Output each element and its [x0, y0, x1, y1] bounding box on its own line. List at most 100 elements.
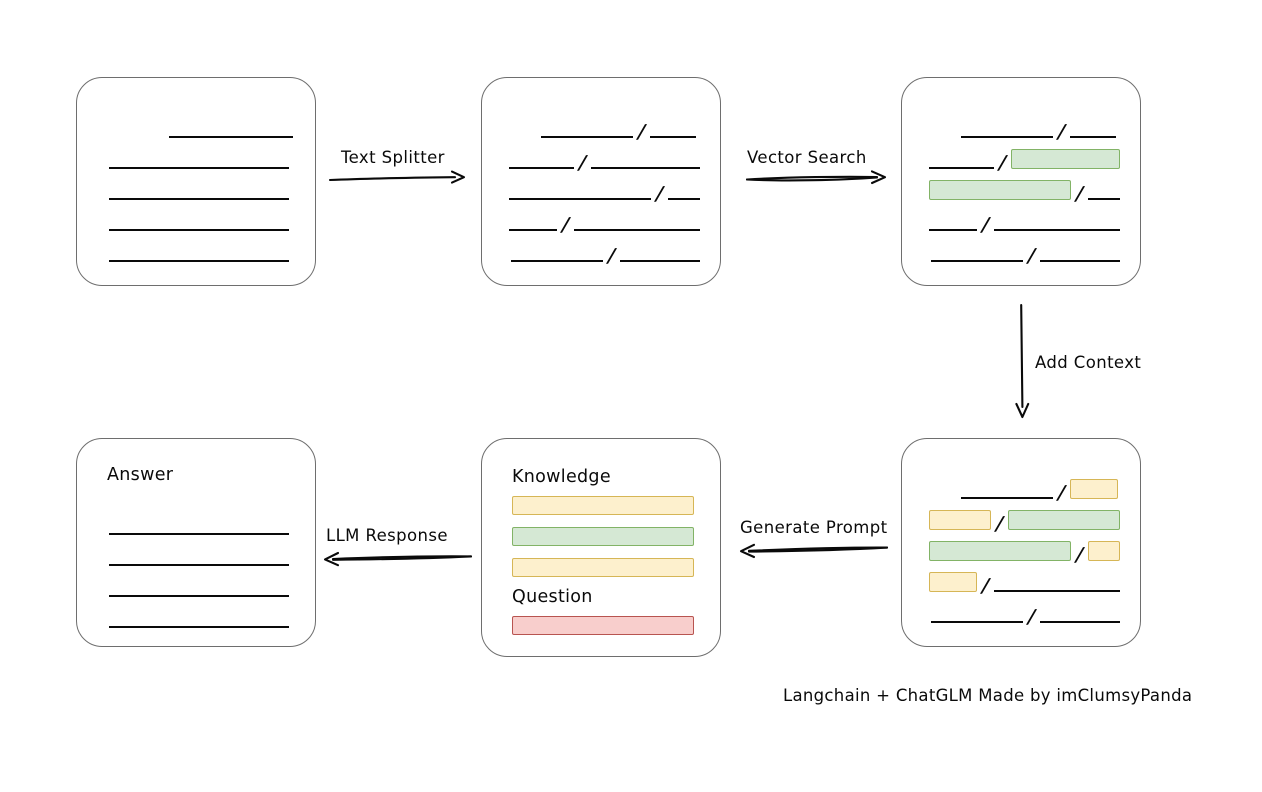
- text-row: /: [509, 113, 700, 144]
- text-line-segment: [509, 167, 574, 169]
- text-line-segment: [590, 167, 700, 169]
- text-line-segment: [509, 198, 652, 200]
- highlight-chip-yellow: [929, 509, 991, 530]
- text-row: /: [509, 175, 700, 206]
- text-line-segment: [109, 595, 289, 597]
- highlight-chip-yellow: [929, 571, 978, 592]
- text-line-segment: [169, 136, 293, 138]
- node-source-document[interactable]: [76, 77, 316, 286]
- text-row: /: [509, 206, 700, 237]
- text-line-segment: [541, 136, 633, 138]
- text-row: /: [929, 206, 1120, 237]
- prompt-heading-question: Question: [512, 587, 593, 607]
- prompt-bar-knowledge-2: [512, 527, 694, 546]
- text-line-segment: [109, 626, 289, 628]
- split-chunks-lines: /////: [482, 113, 720, 268]
- prompt-bar-knowledge-3: [512, 558, 694, 577]
- text-line-segment: [109, 260, 289, 262]
- highlight-chip-green: [1007, 509, 1120, 530]
- text-row: /: [929, 113, 1120, 144]
- text-line-segment: [511, 260, 603, 262]
- highlight-chip-green: [929, 179, 1071, 200]
- text-line-segment: [109, 533, 289, 535]
- text-row: [109, 175, 293, 206]
- arrow-label-generate-prompt: Generate Prompt: [740, 518, 888, 537]
- text-row: [109, 603, 293, 634]
- text-row: [109, 541, 293, 572]
- answer-lines: [77, 510, 315, 634]
- prompt-bar-knowledge-1: [512, 496, 694, 515]
- arrow-add-context: [1012, 303, 1034, 421]
- text-row: /: [929, 175, 1120, 206]
- chunk-separator-slash: /: [994, 513, 1004, 535]
- node-split-chunks[interactable]: /////: [481, 77, 721, 286]
- node-vector-matched-chunks[interactable]: /////: [901, 77, 1141, 286]
- chunk-separator-slash: /: [607, 245, 616, 267]
- arrow-label-add-context: Add Context: [1035, 353, 1142, 372]
- text-line-segment: [994, 590, 1120, 592]
- text-row: /: [929, 237, 1120, 268]
- text-line-segment: [509, 229, 558, 231]
- chunk-separator-slash: /: [637, 121, 646, 143]
- text-row: /: [929, 144, 1120, 175]
- text-row: /: [929, 505, 1120, 536]
- text-line-segment: [1039, 621, 1120, 623]
- text-line-segment: [109, 229, 289, 231]
- highlight-chip-green: [1011, 148, 1120, 169]
- text-line-segment: [961, 136, 1053, 138]
- text-line-segment: [931, 260, 1023, 262]
- text-line-segment: [649, 136, 696, 138]
- text-line-segment: [929, 229, 978, 231]
- matched-chunks-lines: /////: [902, 113, 1140, 268]
- chunk-separator-slash: /: [1027, 245, 1036, 267]
- text-row: /: [509, 237, 700, 268]
- text-line-segment: [1069, 136, 1116, 138]
- text-row: [109, 113, 293, 144]
- chunk-separator-slash: /: [655, 183, 665, 205]
- arrow-vector-search: [745, 168, 890, 188]
- arrow-label-llm-response: LLM Response: [326, 526, 448, 545]
- text-line-segment: [1087, 198, 1120, 200]
- text-line-segment: [619, 260, 700, 262]
- highlight-chip-yellow: [1069, 478, 1118, 499]
- text-row: [109, 572, 293, 603]
- arrow-text-splitter: [328, 170, 468, 188]
- chunk-separator-slash: /: [1057, 121, 1066, 143]
- chunk-separator-slash: /: [1075, 544, 1084, 566]
- chunk-separator-slash: /: [1057, 482, 1066, 504]
- text-line-segment: [961, 497, 1053, 499]
- text-row: /: [929, 567, 1120, 598]
- text-row: /: [509, 144, 700, 175]
- text-row: /: [929, 598, 1120, 629]
- text-line-segment: [574, 229, 700, 231]
- chunk-separator-slash: /: [998, 152, 1008, 174]
- arrow-llm-response: [319, 548, 474, 568]
- highlight-chip-yellow: [1087, 540, 1120, 561]
- chunk-separator-slash: /: [1075, 183, 1084, 205]
- text-row: [109, 237, 293, 268]
- arrow-label-text-splitter: Text Splitter: [341, 148, 445, 167]
- context-chunks-lines: /////: [902, 474, 1140, 629]
- prompt-bar-question: [512, 616, 694, 635]
- node-prompt[interactable]: Knowledge Question: [481, 438, 721, 657]
- chunk-separator-slash: /: [577, 152, 587, 174]
- text-line-segment: [668, 198, 700, 200]
- text-line-segment: [109, 564, 289, 566]
- arrow-generate-prompt: [735, 540, 890, 560]
- answer-title: Answer: [107, 465, 174, 485]
- arrow-label-vector-search: Vector Search: [747, 148, 867, 167]
- node-answer[interactable]: Answer: [76, 438, 316, 647]
- text-row: /: [929, 536, 1120, 567]
- highlight-chip-green: [929, 540, 1071, 561]
- text-line-segment: [1039, 260, 1120, 262]
- text-row: /: [929, 474, 1120, 505]
- node-context-added-chunks[interactable]: /////: [901, 438, 1141, 647]
- text-row: [109, 510, 293, 541]
- chunk-separator-slash: /: [981, 575, 990, 597]
- prompt-heading-knowledge: Knowledge: [512, 467, 611, 487]
- text-line-segment: [929, 167, 995, 169]
- text-row: [109, 144, 293, 175]
- text-row: [109, 206, 293, 237]
- text-line-segment: [931, 621, 1023, 623]
